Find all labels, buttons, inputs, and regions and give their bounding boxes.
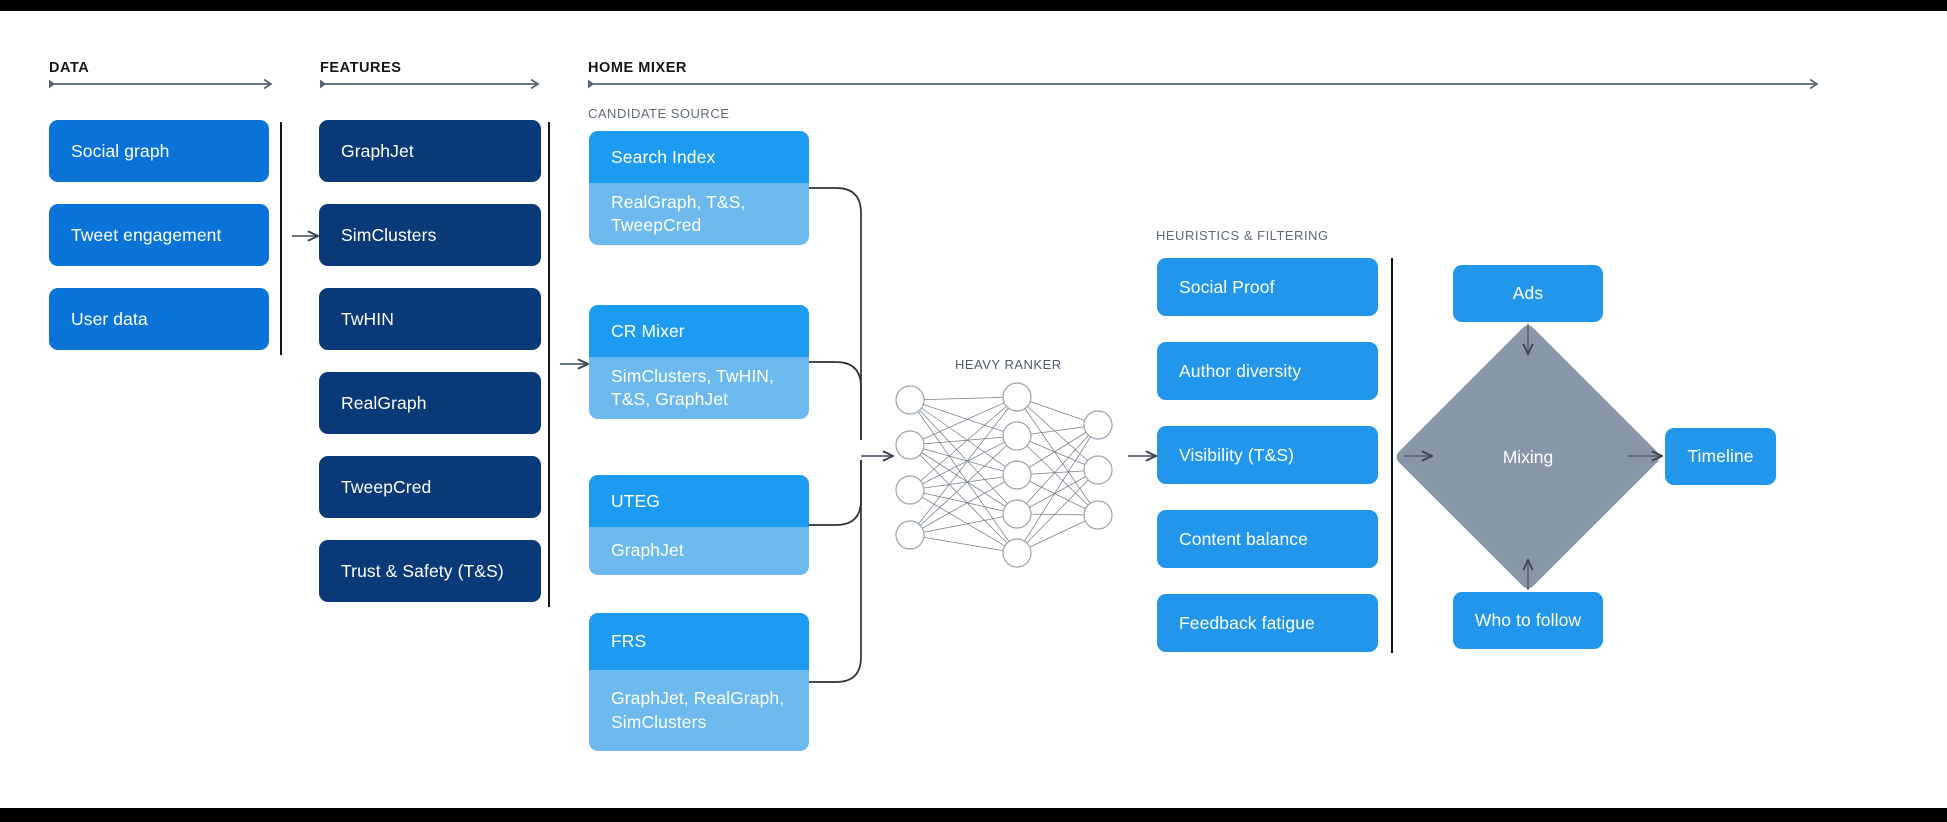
section-title-data: DATA [49, 60, 90, 76]
nn-output-node [1083, 500, 1113, 530]
nn-input-node [895, 430, 925, 460]
divider-heuristics-output [1391, 258, 1393, 653]
data-box-user-data[interactable]: User data [49, 288, 269, 350]
feature-box-simclusters[interactable]: SimClusters [319, 204, 541, 266]
heuristics-box-feedback-fatigue[interactable]: Feedback fatigue [1157, 594, 1378, 652]
candidate-source-name: CR Mixer [589, 305, 809, 357]
feature-box-label: TwHIN [341, 308, 394, 329]
heuristics-box-label: Author diversity [1179, 360, 1302, 381]
nn-input-node [895, 475, 925, 505]
candidate-source-name: UTEG [589, 475, 809, 527]
top-black-bar [0, 0, 1947, 11]
heuristics-box-label: Visibility (T&S) [1179, 444, 1295, 465]
feature-box-label: RealGraph [341, 392, 427, 413]
feature-box-graphjet[interactable]: GraphJet [319, 120, 541, 182]
heuristics-box-author-diversity[interactable]: Author diversity [1157, 342, 1378, 400]
feature-box-tweepcred[interactable]: TweepCred [319, 456, 541, 518]
feature-box-realgraph[interactable]: RealGraph [319, 372, 541, 434]
section-arrow-home-mixer [587, 78, 1824, 90]
nn-input-node [895, 385, 925, 415]
feature-box-label: GraphJet [341, 140, 414, 161]
nn-edges [909, 396, 1099, 554]
heavy-ranker-network [895, 382, 1113, 568]
mixing-diamond[interactable]: Mixing [1393, 322, 1663, 592]
output-box-who-to-follow[interactable]: Who to follow [1453, 592, 1603, 649]
candidate-source-name: Search Index [589, 131, 809, 183]
nn-hidden-node [1002, 460, 1032, 490]
connector-candidate-sources-to-heavy-ranker [809, 187, 862, 683]
nn-hidden-node [1002, 382, 1032, 412]
data-box-label: User data [71, 308, 148, 329]
data-box-tweet-engagement[interactable]: Tweet engagement [49, 204, 269, 266]
heuristics-box-social-proof[interactable]: Social Proof [1157, 258, 1378, 316]
nn-hidden-node [1002, 421, 1032, 451]
candidate-source-card-frs[interactable]: FRS GraphJet, RealGraph, SimClusters [589, 613, 809, 751]
feature-box-label: TweepCred [341, 476, 432, 497]
output-box-ads[interactable]: Ads [1453, 265, 1603, 322]
heuristics-box-visibility[interactable]: Visibility (T&S) [1157, 426, 1378, 484]
divider-data-features [280, 122, 282, 355]
section-title-home-mixer: HOME MIXER [588, 60, 687, 76]
bottom-black-bar [0, 808, 1947, 822]
divider-features-homemixer [548, 122, 550, 607]
feature-box-label: SimClusters [341, 224, 437, 245]
subsection-title-heuristics: HEURISTICS & FILTERING [1156, 228, 1329, 243]
candidate-source-name: FRS [589, 613, 809, 670]
data-box-social-graph[interactable]: Social graph [49, 120, 269, 182]
output-box-label: Who to follow [1474, 610, 1582, 631]
data-box-label: Social graph [71, 140, 170, 161]
heuristics-box-label: Social Proof [1179, 276, 1275, 297]
heuristics-box-content-balance[interactable]: Content balance [1157, 510, 1378, 568]
nn-nodes [895, 382, 1113, 568]
candidate-source-features: SimClusters, TwHIN, T&S, GraphJet [589, 357, 809, 419]
output-box-label: Ads [1512, 283, 1544, 304]
candidate-source-card-uteg[interactable]: UTEG GraphJet [589, 475, 809, 575]
output-box-label: Timeline [1687, 446, 1754, 467]
mixing-label: Mixing [1502, 446, 1554, 467]
output-box-timeline[interactable]: Timeline [1665, 428, 1776, 485]
subsection-title-heavy-ranker: HEAVY RANKER [955, 357, 1062, 372]
section-arrow-features [319, 78, 545, 90]
feature-box-twhin[interactable]: TwHIN [319, 288, 541, 350]
heuristics-box-label: Content balance [1179, 528, 1308, 549]
nn-input-node [895, 520, 925, 550]
candidate-source-features: RealGraph, T&S, TweepCred [589, 183, 809, 245]
section-arrow-data [48, 78, 278, 90]
subsection-title-candidate-source: CANDIDATE SOURCE [588, 106, 730, 121]
candidate-source-features: GraphJet, RealGraph, SimClusters [589, 670, 809, 751]
nn-hidden-node [1002, 499, 1032, 529]
feature-box-trust-and-safety[interactable]: Trust & Safety (T&S) [319, 540, 541, 602]
nn-output-node [1083, 455, 1113, 485]
candidate-source-card-search-index[interactable]: Search Index RealGraph, T&S, TweepCred [589, 131, 809, 245]
candidate-source-card-cr-mixer[interactable]: CR Mixer SimClusters, TwHIN, T&S, GraphJ… [589, 305, 809, 419]
nn-output-node [1083, 410, 1113, 440]
nn-hidden-node [1002, 538, 1032, 568]
heuristics-box-label: Feedback fatigue [1179, 612, 1315, 633]
feature-box-label: Trust & Safety (T&S) [341, 560, 504, 581]
section-title-features: FEATURES [320, 60, 402, 76]
data-box-label: Tweet engagement [71, 224, 222, 245]
candidate-source-features: GraphJet [589, 527, 809, 575]
